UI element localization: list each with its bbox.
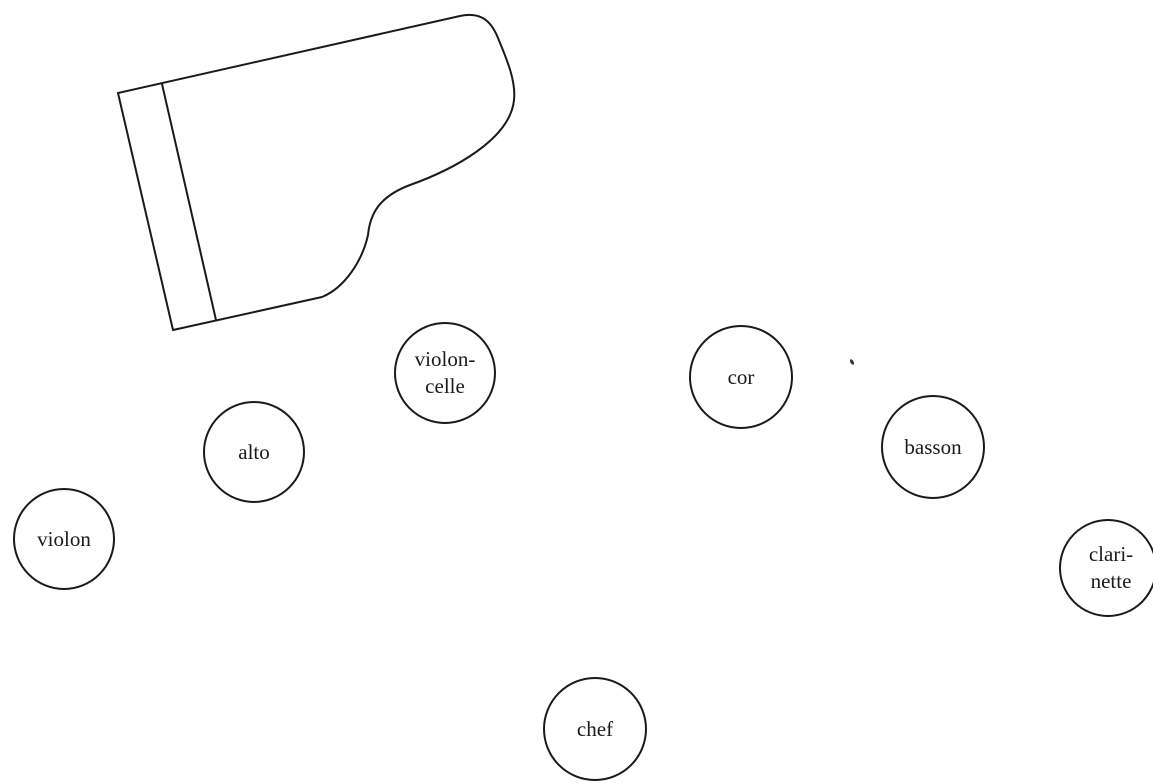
grand-piano-icon — [118, 15, 514, 330]
ink-speck — [849, 359, 855, 366]
seat-label-line-2: celle — [425, 374, 465, 398]
seat-circle — [395, 323, 495, 423]
seat-label: basson — [904, 435, 962, 459]
seat-chef: chef — [544, 678, 646, 780]
seat-label-line-2: nette — [1091, 569, 1132, 593]
piano-keyboard-edge — [162, 84, 216, 320]
seat-basson: basson — [882, 396, 984, 498]
seat-label: violon — [37, 527, 91, 551]
seat-label-line-1: clari- — [1089, 542, 1133, 566]
piano-body — [118, 15, 514, 330]
seat-label: cor — [728, 365, 755, 389]
seat-violon: violon — [14, 489, 114, 589]
seat-label: chef — [577, 717, 613, 741]
seat-violoncelle: violon- celle — [395, 323, 495, 423]
seat-label: alto — [238, 440, 270, 464]
seat-cor: cor — [690, 326, 792, 428]
seat-label-line-1: violon- — [415, 347, 476, 371]
seat-circle — [1060, 520, 1153, 616]
seat-clarinette: clari- nette — [1060, 520, 1153, 616]
seat-alto: alto — [204, 402, 304, 502]
